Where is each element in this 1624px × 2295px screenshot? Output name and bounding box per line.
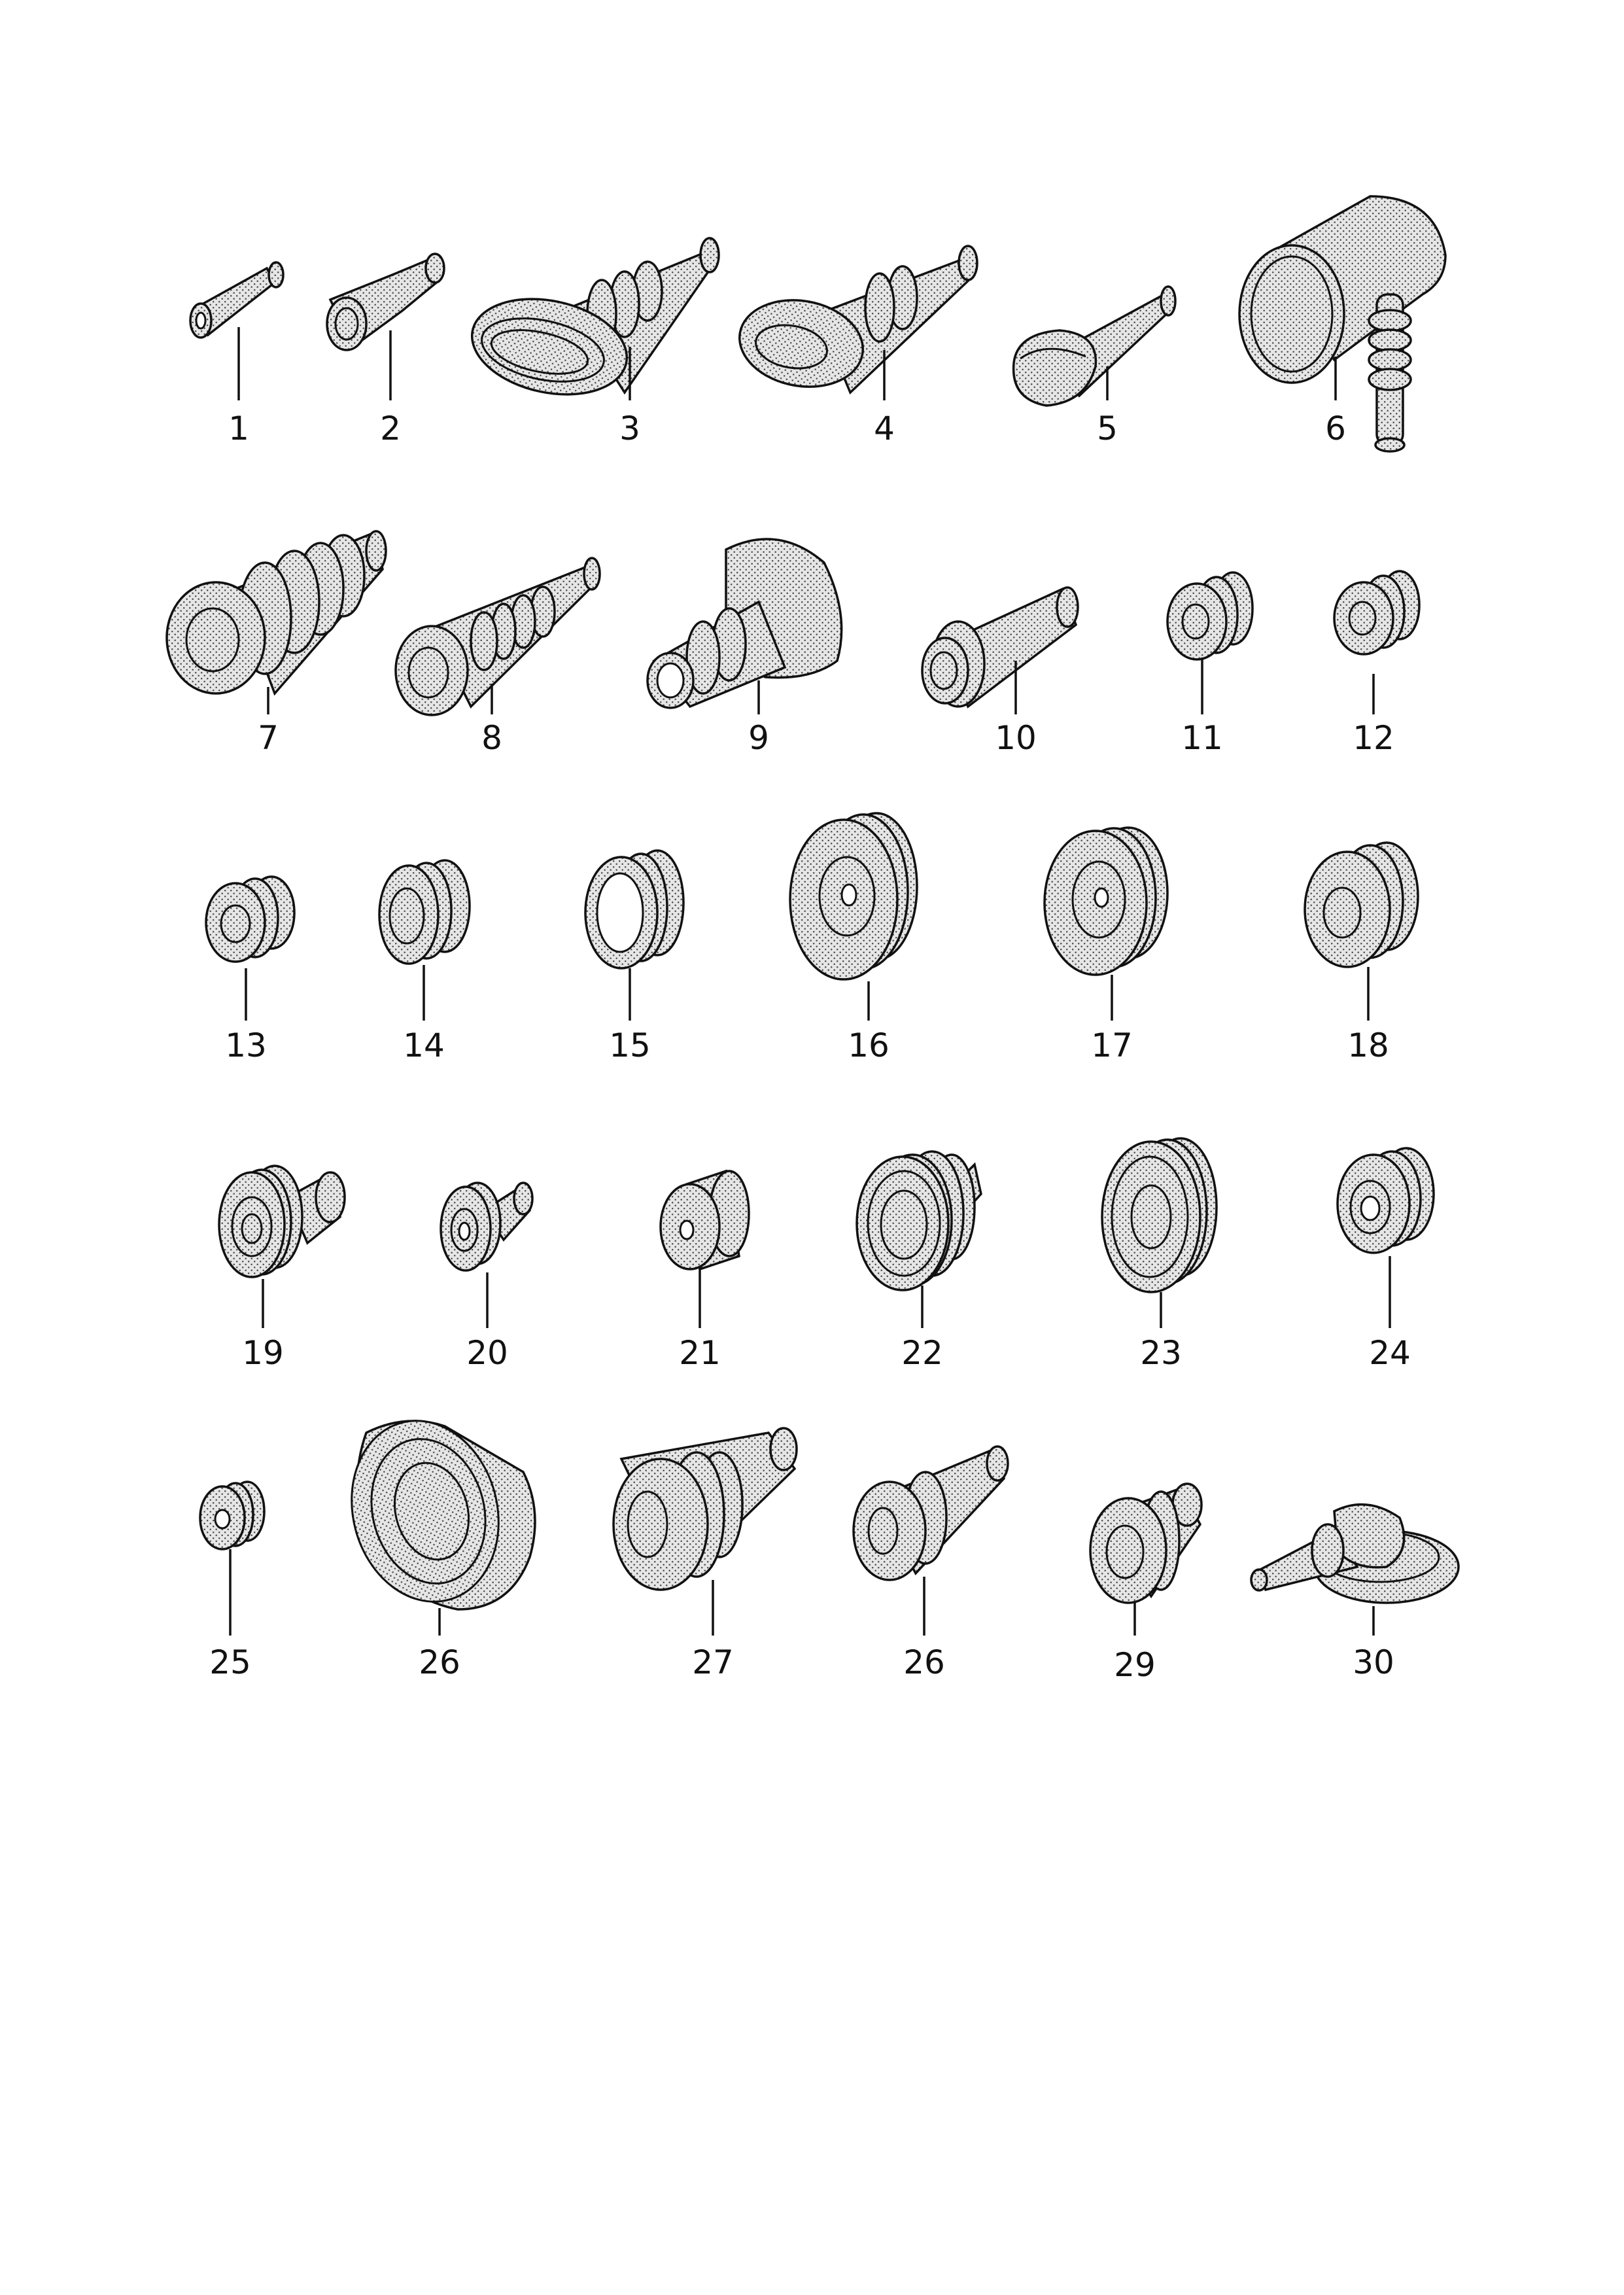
part-29: 29	[1089, 1482, 1203, 1684]
part-label: 7	[258, 719, 279, 757]
part-label: 18	[1347, 1026, 1389, 1064]
part-2: 2	[326, 253, 445, 447]
part-14: 14	[378, 859, 471, 1064]
cone-sleeve-grommet-icon	[852, 1445, 1009, 1581]
cable-grommet-small-icon	[189, 261, 285, 339]
stepped-grommet-icon	[218, 1165, 346, 1278]
disc-grommet-icon	[1101, 1137, 1218, 1293]
ring-grommet-icon	[1304, 841, 1419, 968]
open-ring-grommet-icon	[584, 849, 685, 970]
oval-bellows-grommet-icon	[470, 237, 720, 396]
stepped-grommet-icon	[440, 1182, 534, 1272]
tapered-sleeve-grommet-icon	[921, 586, 1079, 709]
part-13: 13	[205, 875, 296, 1064]
ring-grommet-icon	[1166, 571, 1254, 661]
part-label: 25	[209, 1643, 251, 1681]
part-26b: 26	[852, 1445, 1009, 1681]
part-label: 19	[242, 1334, 284, 1372]
part-30: 30	[1250, 1503, 1460, 1681]
part-27: 27	[612, 1427, 798, 1681]
part-20: 20	[440, 1182, 534, 1372]
part-15: 15	[584, 849, 685, 1064]
cone-sleeve-grommet-icon	[612, 1427, 798, 1591]
part-21: 21	[659, 1169, 750, 1372]
part-25: 25	[199, 1480, 266, 1681]
tapered-plug-grommet-icon	[1012, 285, 1177, 407]
part-label: 22	[901, 1334, 943, 1372]
part-18: 18	[1304, 841, 1419, 1064]
part-label: 29	[1114, 1646, 1156, 1684]
angled-bellows-boot-icon	[1238, 195, 1447, 453]
ring-grommet-icon	[378, 859, 471, 965]
ring-grommet-icon	[1333, 570, 1421, 656]
part-6: 6	[1238, 195, 1447, 453]
part-label: 5	[1097, 410, 1118, 447]
bellows-grommet-large-icon	[165, 530, 387, 696]
part-26a: 26	[351, 1420, 536, 1681]
part-7: 7	[165, 530, 387, 757]
disc-grommet-icon	[1043, 826, 1169, 976]
part-label: 11	[1181, 719, 1223, 757]
part-label: 4	[874, 410, 895, 447]
part-label: 26	[419, 1643, 460, 1681]
part-24: 24	[1336, 1147, 1435, 1372]
ring-grommet-icon	[205, 875, 296, 963]
part-label: 9	[748, 719, 769, 757]
part-label: 14	[403, 1026, 445, 1064]
part-label: 10	[995, 719, 1037, 757]
part-label: 21	[679, 1334, 721, 1372]
part-19: 19	[218, 1165, 346, 1372]
bellows-grommet-long-icon	[394, 557, 601, 716]
ring-grommet-icon	[659, 1169, 750, 1271]
stepped-disc-grommet-icon	[855, 1150, 982, 1291]
cable-grommet-tapered-icon	[326, 253, 445, 351]
part-label: 23	[1140, 1334, 1182, 1372]
part-label: 26	[903, 1643, 945, 1681]
flanged-bellows-grommet-icon	[646, 538, 843, 709]
part-17: 17	[1043, 826, 1169, 1064]
ring-grommet-icon	[1336, 1147, 1435, 1254]
part-label: 17	[1091, 1026, 1133, 1064]
cone-grommet-large-icon	[351, 1420, 536, 1611]
part-label: 13	[225, 1026, 267, 1064]
part-23: 23	[1101, 1137, 1218, 1372]
part-22: 22	[855, 1150, 982, 1372]
part-label: 16	[848, 1026, 890, 1064]
oval-bellows-grommet-icon	[738, 245, 978, 395]
part-label: 6	[1325, 410, 1346, 447]
part-1: 1	[189, 261, 285, 447]
part-label: 20	[466, 1334, 508, 1372]
part-label: 27	[692, 1643, 734, 1681]
disc-grommet-icon	[789, 812, 918, 981]
part-label: 15	[609, 1026, 651, 1064]
part-5: 5	[1012, 285, 1177, 447]
part-label: 2	[380, 410, 401, 447]
angled-flange-grommet-icon	[1250, 1503, 1460, 1604]
part-12: 12	[1333, 570, 1421, 757]
part-16: 16	[789, 812, 918, 1064]
part-label: 24	[1369, 1334, 1411, 1372]
part-9: 9	[646, 538, 843, 757]
part-3: 3	[470, 237, 720, 447]
part-label: 3	[619, 410, 640, 447]
part-10: 10	[921, 586, 1079, 757]
ring-grommet-small-icon	[199, 1480, 266, 1550]
part-8: 8	[394, 557, 601, 757]
part-label: 8	[481, 719, 502, 757]
part-label: 1	[228, 410, 249, 447]
cone-grommet-small-icon	[1089, 1482, 1203, 1604]
part-label: 12	[1353, 719, 1394, 757]
part-label: 30	[1353, 1643, 1394, 1681]
part-4: 4	[738, 245, 978, 447]
part-11: 11	[1166, 571, 1254, 757]
